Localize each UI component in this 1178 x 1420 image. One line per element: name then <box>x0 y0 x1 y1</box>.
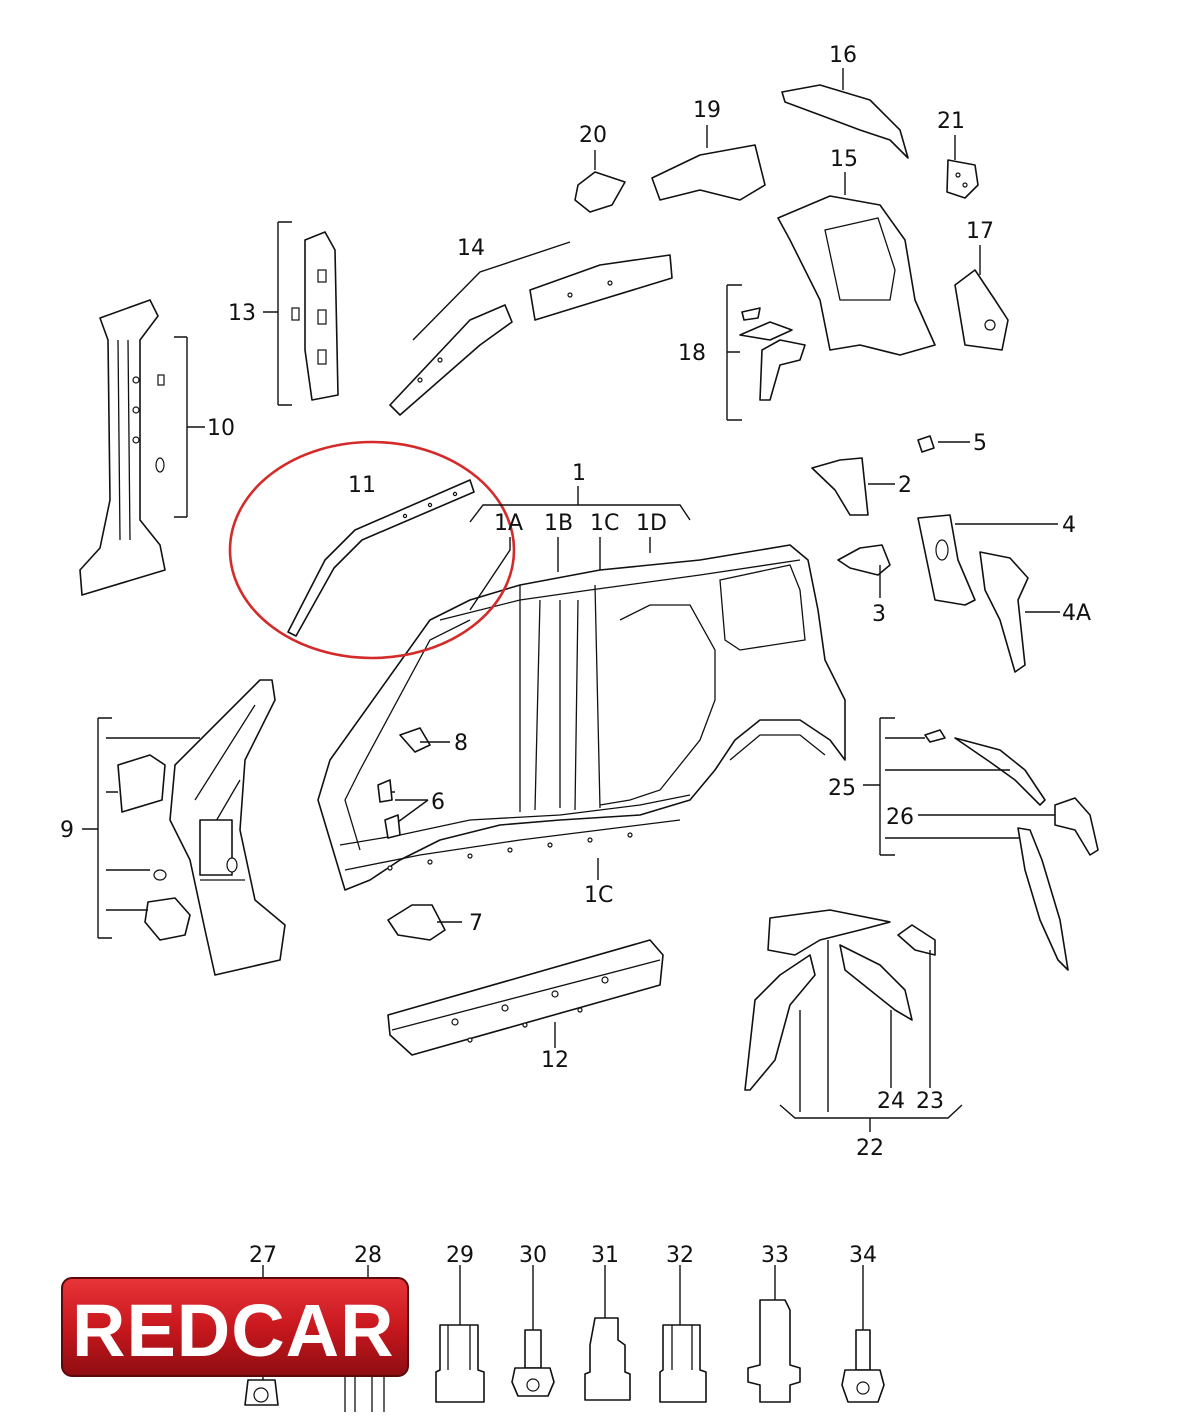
label-2: 2 <box>898 473 912 498</box>
bolt-part-30 <box>511 1329 555 1397</box>
pillar-part-4A <box>979 551 1029 673</box>
label-10: 10 <box>207 416 235 441</box>
label-4: 4 <box>1062 513 1076 538</box>
label-28: 28 <box>354 1243 382 1268</box>
label-30: 30 <box>519 1243 547 1268</box>
bracket-part-23 <box>897 924 936 956</box>
label-1: 1 <box>572 461 586 486</box>
label-6: 6 <box>431 790 445 815</box>
label-19: 19 <box>693 98 721 123</box>
bracket-part-17 <box>954 269 1009 351</box>
nut-part-31 <box>584 1317 631 1401</box>
label-32: 32 <box>666 1243 694 1268</box>
liner-part-24 <box>839 944 913 1021</box>
clip-part-5 <box>917 435 935 453</box>
reinforcement-part-13 <box>291 231 339 401</box>
panel-part-16 <box>781 84 909 159</box>
clip-part-8 <box>399 727 431 753</box>
redcar-logo-text: REDCAR <box>72 1289 395 1372</box>
label-25: 25 <box>828 776 856 801</box>
label-1C-sill: 1C <box>584 883 613 908</box>
clips-part-6 <box>377 779 401 839</box>
label-17: 17 <box>966 219 994 244</box>
nut-part-32 <box>659 1324 707 1403</box>
plate-part-21 <box>946 159 979 199</box>
label-20: 20 <box>579 123 607 148</box>
bracket-part-2 <box>811 457 869 516</box>
bracket-part-20 <box>574 171 626 213</box>
label-21: 21 <box>937 109 965 134</box>
label-9: 9 <box>60 818 74 843</box>
side-panel-assembly <box>317 544 846 891</box>
brackets-part-18 <box>739 307 806 401</box>
pillar-part-4 <box>917 514 976 606</box>
roof-rail-part-11 <box>287 479 475 637</box>
bolt-part-34 <box>841 1329 885 1403</box>
front-pillar-part-9 <box>117 679 286 976</box>
label-1A: 1A <box>494 511 523 536</box>
label-5: 5 <box>973 431 987 456</box>
label-29: 29 <box>446 1243 474 1268</box>
label-16: 16 <box>829 43 857 68</box>
panels-part-25 <box>924 729 1069 971</box>
leader-lines <box>82 68 1060 1380</box>
callout-labels: 1 1A 1B 1C 1D 1C 2 3 4 4A 5 6 7 8 9 10 1… <box>60 43 1091 1268</box>
bracket-part-7 <box>387 904 446 941</box>
rail-part-14 <box>389 254 673 416</box>
bracket-part-26 <box>1054 797 1099 856</box>
label-1D: 1D <box>636 511 667 536</box>
label-33: 33 <box>761 1243 789 1268</box>
label-12: 12 <box>541 1048 569 1073</box>
label-3: 3 <box>872 602 886 627</box>
nut-part-29 <box>435 1324 485 1403</box>
stud-part-33 <box>747 1299 801 1403</box>
label-22: 22 <box>856 1136 884 1161</box>
label-11: 11 <box>348 473 376 498</box>
label-27: 27 <box>249 1243 277 1268</box>
label-14: 14 <box>457 236 485 261</box>
wheelhouse-part-15 <box>777 195 936 356</box>
label-13: 13 <box>228 301 256 326</box>
label-1C: 1C <box>590 511 619 536</box>
label-26: 26 <box>886 805 914 830</box>
label-31: 31 <box>591 1243 619 1268</box>
label-7: 7 <box>469 911 483 936</box>
fastener-part-28 <box>344 1375 385 1412</box>
rail-part-19 <box>651 144 766 201</box>
label-15: 15 <box>830 147 858 172</box>
wheel-arch-part-22 <box>744 909 891 1091</box>
label-24: 24 <box>877 1089 905 1114</box>
highlight-circle <box>228 440 516 660</box>
redcar-logo: REDCAR <box>61 1277 409 1377</box>
label-8: 8 <box>454 731 468 756</box>
label-23: 23 <box>916 1089 944 1114</box>
pillar-part-10 <box>79 299 166 596</box>
sill-holes <box>387 832 633 871</box>
label-1B: 1B <box>544 511 573 536</box>
fastener-part-27 <box>244 1379 279 1406</box>
bracket-part-3 <box>837 544 891 576</box>
label-4A: 4A <box>1062 601 1091 626</box>
label-18: 18 <box>678 341 706 366</box>
label-34: 34 <box>849 1243 877 1268</box>
sill-part-12 <box>387 939 664 1056</box>
